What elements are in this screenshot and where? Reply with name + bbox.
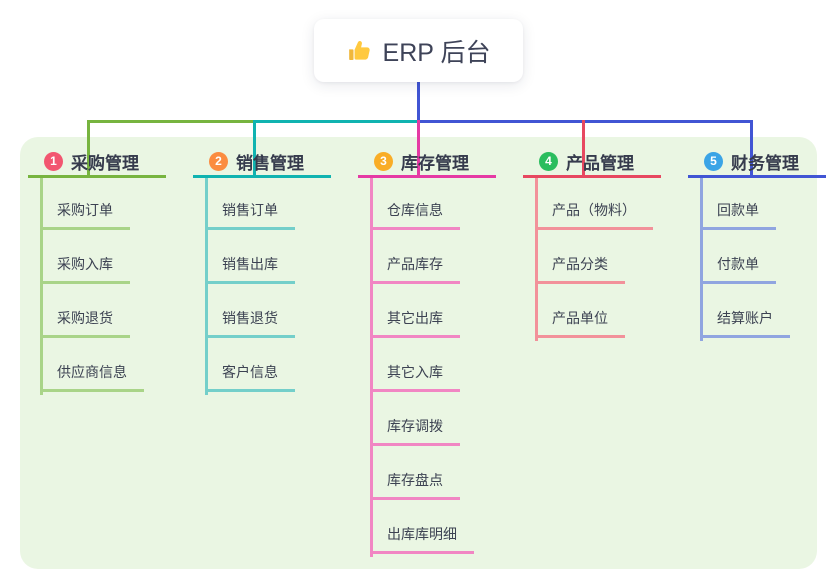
branch-4-child-trunk-line <box>535 178 538 341</box>
branch-2-header[interactable]: 2 销售管理 <box>193 147 331 178</box>
branch-2-child-4[interactable]: 客户信息 <box>205 360 295 392</box>
branch-5-drop-line <box>750 120 753 178</box>
branch-2-label: 销售管理 <box>236 153 304 173</box>
branch-5-child-1[interactable]: 回款单 <box>700 198 776 230</box>
trunk-segment-1 <box>87 120 253 123</box>
branch-2-child-3[interactable]: 销售退货 <box>205 306 295 338</box>
branch-3-badge: 3 <box>374 151 393 171</box>
branch-2-child-1[interactable]: 销售订单 <box>205 198 295 230</box>
branch-3-header[interactable]: 3 库存管理 <box>358 147 496 178</box>
branch-4-child-3[interactable]: 产品单位 <box>535 306 625 338</box>
branch-1-child-4[interactable]: 供应商信息 <box>40 360 144 392</box>
branch-1-header[interactable]: 1 采购管理 <box>28 147 166 178</box>
branch-3-child-trunk-line <box>370 178 373 557</box>
thumbs-up-icon <box>347 38 373 64</box>
branch-1-child-2[interactable]: 采购入库 <box>40 252 130 284</box>
branch-2-child-2[interactable]: 销售出库 <box>205 252 295 284</box>
branch-5-badge: 5 <box>704 151 723 171</box>
branch-5-child-3[interactable]: 结算账户 <box>700 306 790 338</box>
trunk-segment-3 <box>418 120 753 123</box>
root-node[interactable]: ERP 后台 <box>314 19 523 82</box>
branch-3-label: 库存管理 <box>401 153 469 173</box>
branch-4-child-1[interactable]: 产品（物料） <box>535 198 653 230</box>
branch-5-child-2[interactable]: 付款单 <box>700 252 776 284</box>
branch-4-drop-line <box>582 120 585 178</box>
branch-1-child-3[interactable]: 采购退货 <box>40 306 130 338</box>
branch-3-child-2[interactable]: 产品库存 <box>370 252 460 284</box>
branch-1-child-1[interactable]: 采购订单 <box>40 198 130 230</box>
root-connector-line <box>417 81 420 123</box>
branch-3-drop-line <box>417 120 420 178</box>
branch-3-child-4[interactable]: 其它入库 <box>370 360 460 392</box>
branch-5-label: 财务管理 <box>731 153 799 173</box>
branch-1-child-trunk-line <box>40 178 43 395</box>
branch-4-label: 产品管理 <box>566 153 634 173</box>
branch-3-child-7[interactable]: 出库库明细 <box>370 522 474 554</box>
branch-4-header[interactable]: 4 产品管理 <box>523 147 661 178</box>
branch-4-badge: 4 <box>539 151 558 171</box>
branch-5-child-trunk-line <box>700 178 703 341</box>
branch-2-child-trunk-line <box>205 178 208 395</box>
branch-1-label: 采购管理 <box>71 153 139 173</box>
branch-3-child-3[interactable]: 其它出库 <box>370 306 460 338</box>
branch-3-child-1[interactable]: 仓库信息 <box>370 198 460 230</box>
root-label: ERP 后台 <box>382 38 491 67</box>
trunk-segment-2 <box>253 120 418 123</box>
branch-2-badge: 2 <box>209 151 228 171</box>
branch-3-child-6[interactable]: 库存盘点 <box>370 468 460 500</box>
branch-1-badge: 1 <box>44 151 63 171</box>
branch-1-drop-line <box>87 120 90 178</box>
branch-2-drop-line <box>253 120 256 178</box>
branch-5-header[interactable]: 5 财务管理 <box>688 147 826 178</box>
branch-4-child-2[interactable]: 产品分类 <box>535 252 625 284</box>
branch-3-child-5[interactable]: 库存调拨 <box>370 414 460 446</box>
